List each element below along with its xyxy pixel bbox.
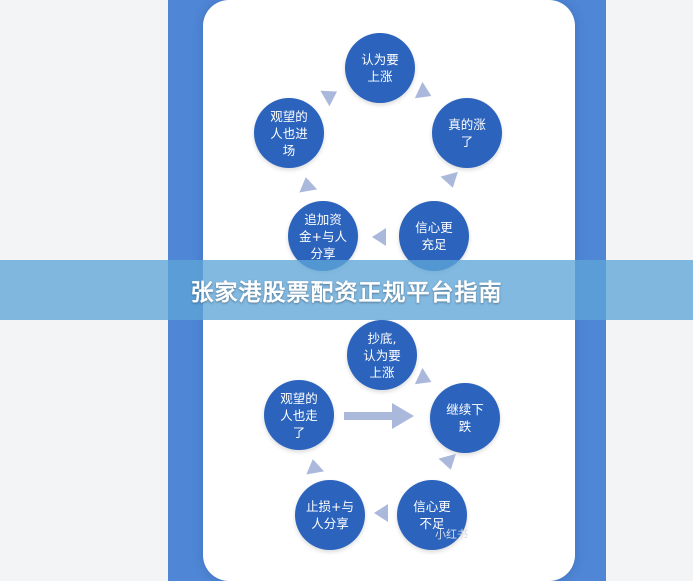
top-node-2: 真的涨 了 xyxy=(432,98,502,168)
bottom-node-2: 继续下 跌 xyxy=(430,383,500,453)
top-node-5: 观望的 人也进 场 xyxy=(254,98,324,168)
watermark: 小红书 xyxy=(435,528,468,541)
bottom-node-5-label: 观望的 人也走 了 xyxy=(280,390,318,440)
title-banner: 张家港股票配资正规平台指南 xyxy=(0,260,693,320)
bottom-node-3: 信心更 不足 xyxy=(397,480,467,550)
arrow-top-3 xyxy=(372,228,386,246)
bottom-node-4: 止损+与 人分享 xyxy=(295,480,365,550)
top-node-1-label: 认为要 上涨 xyxy=(361,52,399,84)
bottom-node-5: 观望的 人也走 了 xyxy=(264,380,334,450)
bottom-node-4-label: 止损+与 人分享 xyxy=(306,499,354,531)
top-node-4-label: 追加资 金+与人 分享 xyxy=(299,211,347,261)
top-node-3: 信心更 充足 xyxy=(399,201,469,271)
top-node-3-label: 信心更 充足 xyxy=(415,220,453,252)
top-node-2-label: 真的涨 了 xyxy=(448,117,486,149)
bottom-node-1-label: 抄底, 认为要 上涨 xyxy=(363,330,401,380)
top-node-1: 认为要 上涨 xyxy=(345,33,415,103)
banner-title: 张家港股票配资正规平台指南 xyxy=(190,280,503,306)
arrow-bottom-3 xyxy=(374,504,388,522)
center-arrow-icon xyxy=(344,403,414,429)
top-node-4: 追加资 金+与人 分享 xyxy=(288,201,358,271)
bottom-node-1: 抄底, 认为要 上涨 xyxy=(347,320,417,390)
bottom-node-2-label: 继续下 跌 xyxy=(446,402,484,434)
bottom-node-3-label: 信心更 不足 xyxy=(413,499,451,531)
top-node-5-label: 观望的 人也进 场 xyxy=(270,108,308,158)
